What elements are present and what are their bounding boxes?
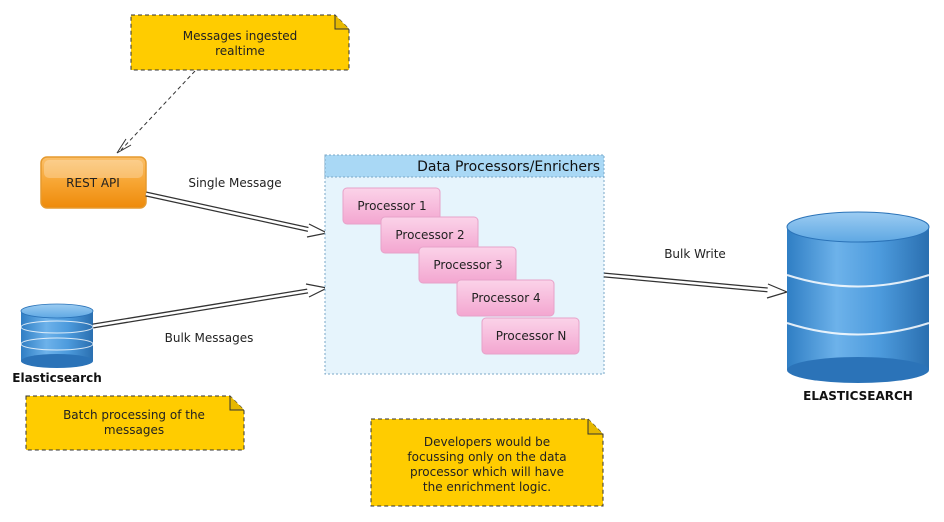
note-developers-line4: the enrichment logic.: [423, 480, 551, 494]
edge-bulk-write-label: Bulk Write: [664, 247, 726, 261]
edge-bulk-messages-label: Bulk Messages: [165, 331, 254, 345]
note-developers-line2: focussing only on the data: [407, 450, 566, 464]
processor-3-label: Processor 3: [433, 258, 502, 272]
note-realtime-line2: realtime: [215, 44, 265, 58]
elasticsearch-source-label: Elasticsearch: [12, 371, 101, 385]
note-batch-line2: messages: [104, 423, 164, 437]
edge-bulk-write: Bulk Write: [603, 247, 789, 299]
note-realtime: Messages ingested realtime: [130, 14, 350, 71]
elasticsearch-target-label: ELASTICSEARCH: [803, 389, 913, 403]
note-developers: Developers would be focussing only on th…: [370, 418, 604, 507]
edge-note-to-rest-api: [116, 70, 196, 154]
processors-container-title: Data Processors/Enrichers: [417, 159, 600, 175]
note-realtime-line1: Messages ingested: [183, 29, 298, 43]
processor-1-label: Processor 1: [357, 199, 426, 213]
note-batch-line1: Batch processing of the: [63, 408, 205, 422]
note-batch: Batch processing of the messages: [25, 395, 245, 451]
elasticsearch-target-db[interactable]: ELASTICSEARCH: [786, 211, 930, 403]
processor-3[interactable]: Processor 3: [418, 246, 517, 284]
processor-4-label: Processor 4: [471, 291, 540, 305]
note-developers-line3: processor which will have: [410, 465, 564, 479]
processor-n-label: Processor N: [496, 329, 567, 343]
processor-n[interactable]: Processor N: [481, 317, 580, 355]
processor-4[interactable]: Processor 4: [456, 279, 555, 317]
edge-single-message: Single Message: [145, 176, 329, 238]
rest-api-node[interactable]: REST API: [40, 156, 147, 209]
processor-1[interactable]: Processor 1: [342, 187, 441, 225]
elasticsearch-source-db[interactable]: Elasticsearch: [12, 303, 102, 385]
rest-api-label: REST API: [66, 176, 120, 190]
edge-bulk-messages: Bulk Messages: [92, 283, 329, 345]
edge-single-message-label: Single Message: [188, 176, 281, 190]
note-developers-line1: Developers would be: [424, 435, 550, 449]
processor-2-label: Processor 2: [395, 228, 464, 242]
